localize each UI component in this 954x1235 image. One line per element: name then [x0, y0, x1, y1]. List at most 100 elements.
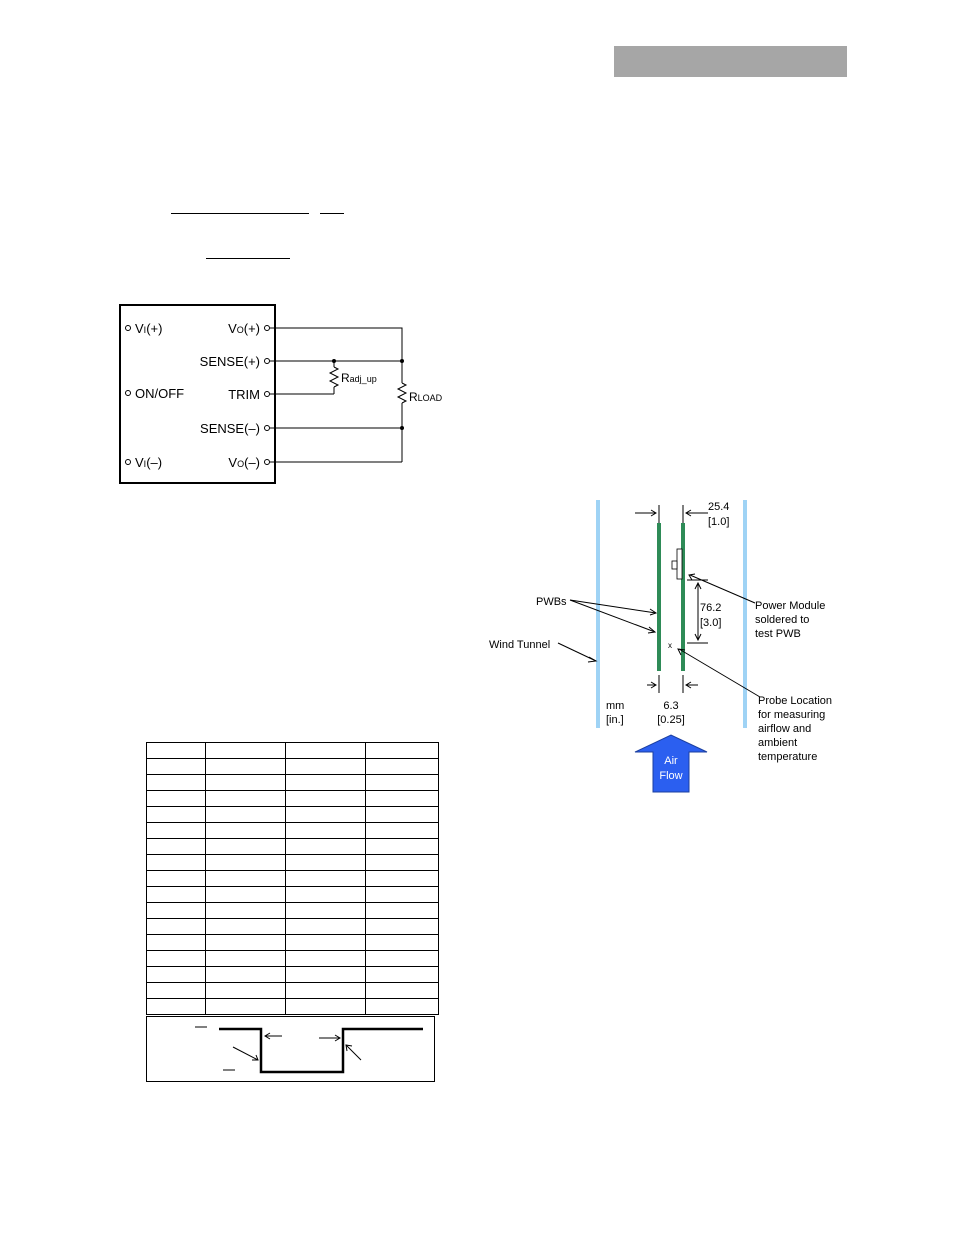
waveform-diagram	[195, 1026, 423, 1074]
equation-fraction-line	[320, 213, 344, 214]
table-cell	[146, 758, 206, 775]
table-row	[146, 998, 439, 1015]
table-cell	[285, 918, 366, 935]
table-cell	[205, 998, 286, 1015]
table-cell	[285, 806, 366, 823]
dim-top-inches: [1.0]	[708, 516, 729, 528]
table-cell	[365, 774, 439, 791]
table-cell	[205, 918, 286, 935]
table-cell	[285, 774, 366, 791]
table-cell	[285, 966, 366, 983]
pin-sense-minus: SENSE(–)	[200, 421, 260, 436]
table-cell	[285, 790, 366, 807]
table-cell	[146, 838, 206, 855]
table-cell	[205, 838, 286, 855]
table-cell	[285, 838, 366, 855]
radj-up-label: Radj_up	[341, 371, 377, 385]
table-row	[146, 806, 439, 823]
table-row	[146, 902, 439, 919]
table-cell	[285, 934, 366, 951]
table-cell	[365, 966, 439, 983]
table-cell	[285, 950, 366, 967]
table-cell	[146, 918, 206, 935]
dim-bottom-label: 6.3	[663, 700, 678, 712]
table-cell	[365, 998, 439, 1015]
table-cell	[365, 918, 439, 935]
rload-label: RLOAD	[409, 390, 443, 404]
table-row	[146, 758, 439, 775]
table-row	[146, 822, 439, 839]
table-cell	[205, 870, 286, 887]
table-cell	[285, 742, 366, 759]
table-cell	[146, 790, 206, 807]
table-cell	[365, 902, 439, 919]
table-cell	[365, 982, 439, 999]
dim-top-label: 25.4	[708, 501, 729, 513]
wind-tunnel-label: Wind Tunnel	[489, 639, 550, 651]
equation-fraction-line	[206, 258, 290, 259]
units-mm: mm	[606, 700, 624, 712]
table-cell	[146, 774, 206, 791]
trim-table	[146, 742, 439, 1015]
pin-sense-plus: SENSE(+)	[200, 354, 260, 369]
table-cell	[285, 982, 366, 999]
table-cell	[365, 886, 439, 903]
power-module-label: Power Module soldered to test PWB	[755, 600, 828, 640]
table-cell	[365, 854, 439, 871]
table-cell	[205, 742, 286, 759]
table-row	[146, 918, 439, 935]
pin-vi-plus: VI(+)	[135, 321, 162, 336]
pwbs-label: PWBs	[536, 596, 567, 608]
table-cell	[146, 982, 206, 999]
table-row	[146, 886, 439, 903]
table-cell	[285, 758, 366, 775]
table-cell	[205, 886, 286, 903]
table-cell	[205, 790, 286, 807]
table-row	[146, 854, 439, 871]
table-cell	[146, 822, 206, 839]
table-cell	[365, 870, 439, 887]
pwb-right	[681, 523, 685, 671]
airflow-label-line2: Flow	[659, 770, 682, 782]
table-cell	[365, 838, 439, 855]
table-cell	[146, 950, 206, 967]
pin-vi-minus: VI(–)	[135, 455, 162, 470]
dim-mid-label: 76.2	[700, 602, 721, 614]
table-cell	[205, 854, 286, 871]
airflow-arrow	[634, 734, 708, 793]
table-cell	[285, 902, 366, 919]
table-cell	[365, 742, 439, 759]
table-row	[146, 838, 439, 855]
table-cell	[205, 934, 286, 951]
table-cell	[285, 870, 366, 887]
dim-mid-inches: [3.0]	[700, 617, 721, 629]
tunnel-wall-left	[596, 500, 600, 728]
table-cell	[146, 934, 206, 951]
table-cell	[365, 934, 439, 951]
waveform-panel	[146, 1016, 435, 1082]
pwb-left	[657, 523, 661, 671]
table-row	[146, 790, 439, 807]
table-cell	[146, 854, 206, 871]
table-row	[146, 774, 439, 791]
table-cell	[205, 822, 286, 839]
table-row	[146, 742, 439, 759]
table-row	[146, 966, 439, 983]
units-in: [in.]	[606, 714, 624, 726]
airflow-label-line1: Air	[664, 755, 678, 767]
equation-fraction-line	[171, 213, 309, 214]
table-cell	[285, 822, 366, 839]
table-cell	[285, 854, 366, 871]
tunnel-wall-right	[743, 500, 747, 728]
table-row	[146, 982, 439, 999]
pin-vo-plus: VO(+)	[228, 321, 260, 336]
table-cell	[365, 806, 439, 823]
table-cell	[205, 758, 286, 775]
power-module	[676, 548, 683, 580]
probe-marker: x	[668, 641, 672, 650]
table-cell	[146, 742, 206, 759]
header-bar	[614, 46, 847, 77]
table-cell	[146, 806, 206, 823]
wind-tunnel-diagram: 25.4 [1.0] 76.2 [3.0] 6.3 [0.25] PWBs Wi…	[489, 500, 832, 793]
table-cell	[205, 982, 286, 999]
